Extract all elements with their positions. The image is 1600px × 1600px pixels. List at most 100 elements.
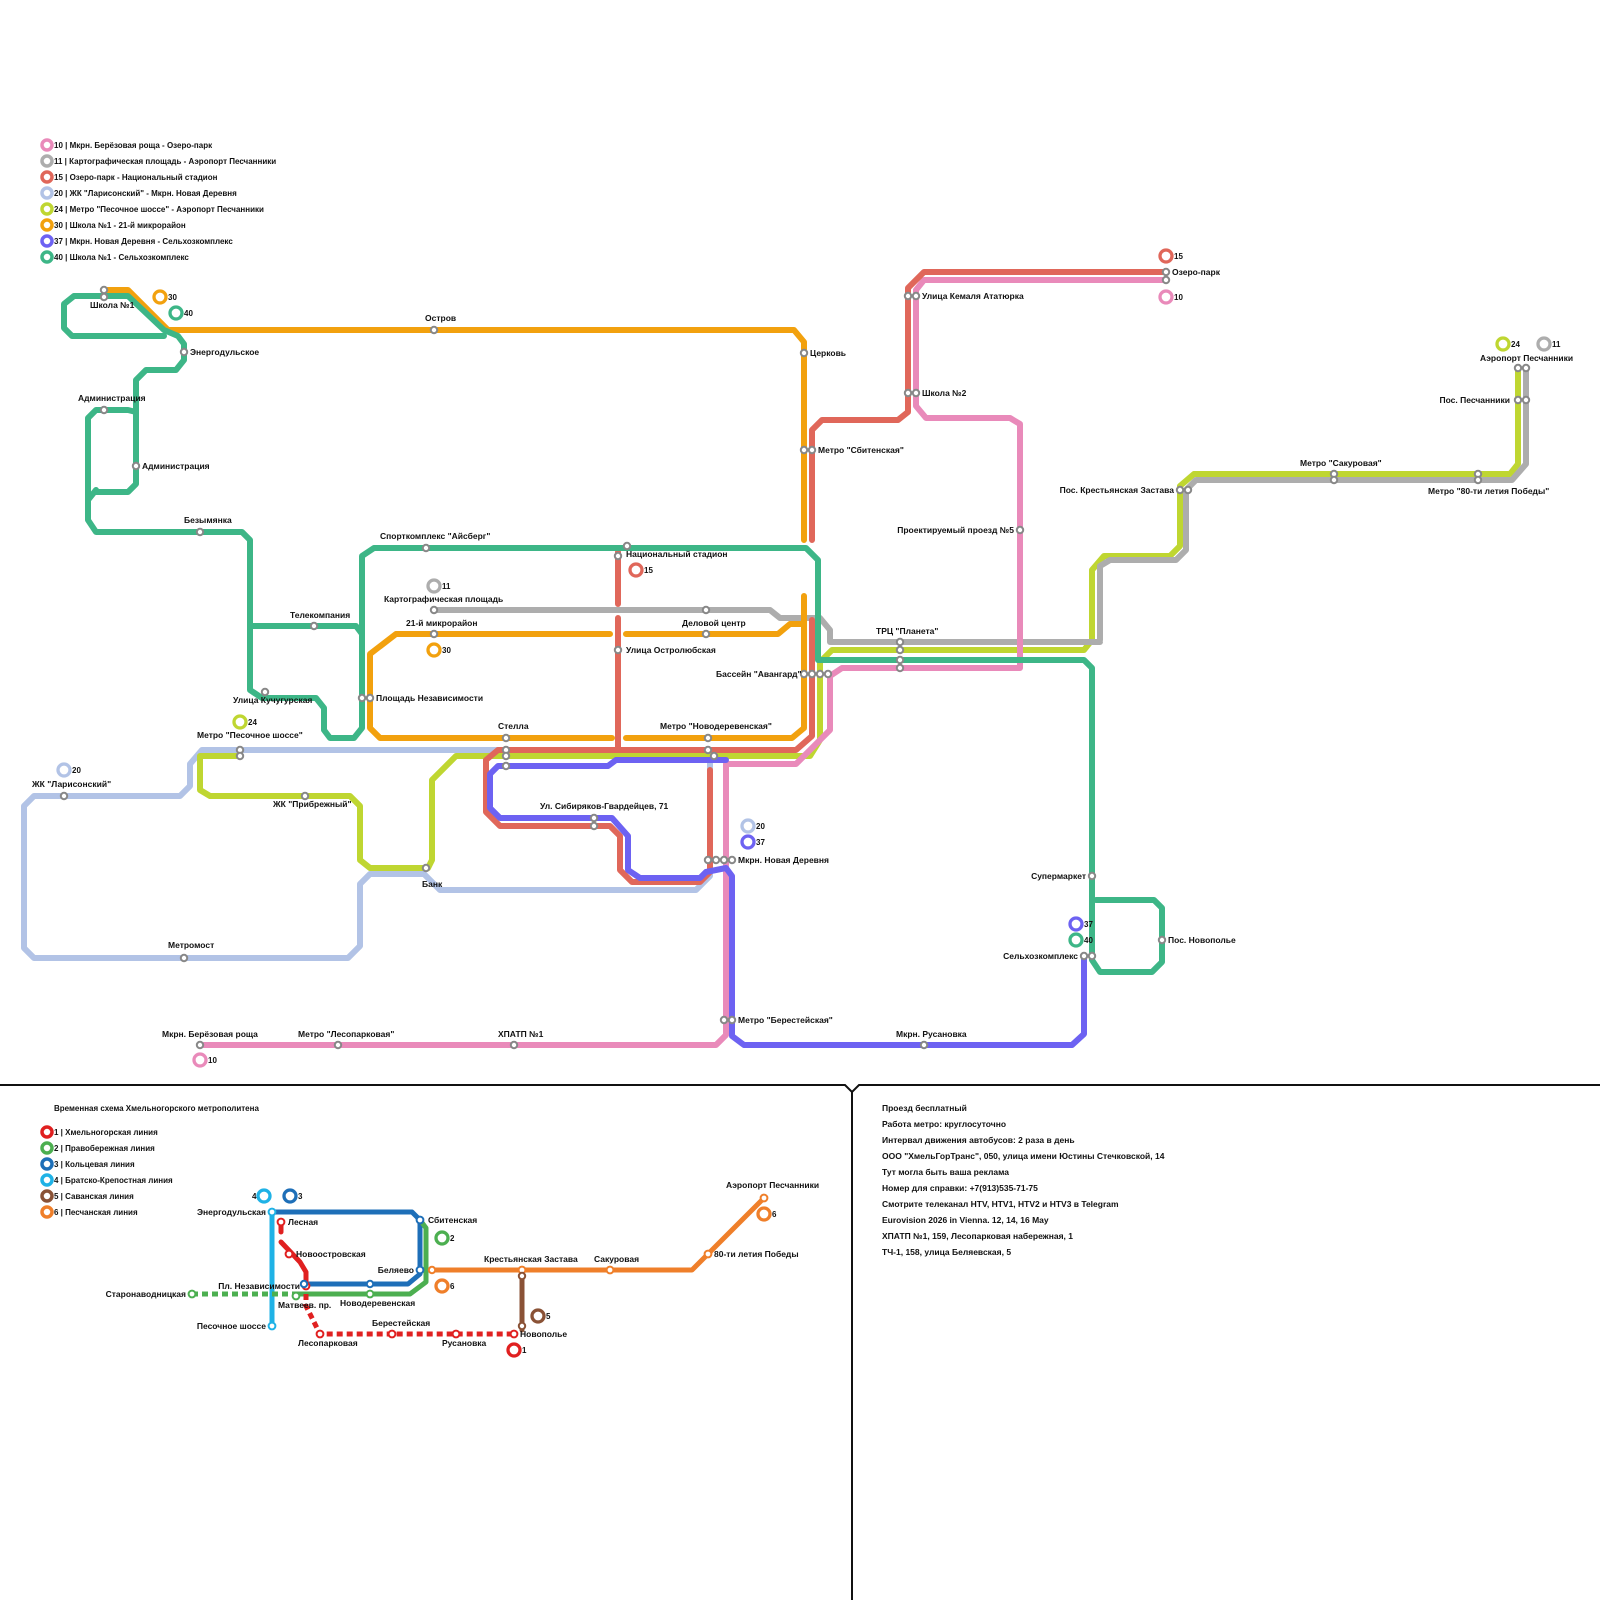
metro-station-novoderevenskaya[interactable]: Новодеревенская bbox=[340, 1289, 415, 1308]
metro-station-energodulskaya[interactable]: Энергодульская bbox=[197, 1207, 277, 1217]
metro-line-badge: 3 bbox=[282, 1188, 303, 1204]
metro-station-pesochnoe[interactable]: Песочное шоссе bbox=[197, 1321, 277, 1331]
station-label: Энергодульская bbox=[197, 1207, 266, 1217]
metro-station-belyaevo[interactable]: Беляево bbox=[378, 1265, 425, 1275]
terminal-badge-number: 11 bbox=[1552, 340, 1561, 349]
stop-label: Сельхозкомплекс bbox=[1003, 951, 1078, 961]
stop-marker-icon bbox=[815, 669, 825, 679]
bus-stop-m-80let[interactable]: Метро "80-ти летия Победы" bbox=[1428, 469, 1549, 496]
stop-marker-icon bbox=[421, 863, 431, 873]
bus-stop-kemal[interactable]: Улица Кемаля Ататюрка bbox=[903, 291, 1024, 301]
metro-station-let80[interactable]: 80-ти летия Победы bbox=[703, 1249, 799, 1259]
bus-stop-m-sbitenskaya[interactable]: Метро "Сбитенская" bbox=[799, 445, 904, 455]
bus-stop-administratsiya2[interactable]: Администрация bbox=[131, 461, 210, 471]
bus-stop-m-novoderevenskaya[interactable]: Метро "Новодеревенская" bbox=[660, 721, 772, 761]
stop-label: Церковь bbox=[810, 348, 846, 358]
bus-stop-trts-planeta[interactable]: ТРЦ "Планета" bbox=[876, 626, 938, 673]
bus-stop-administratsiya1[interactable]: Администрация bbox=[78, 393, 146, 415]
bus-stop-basseyn[interactable]: Бассейн "Авангард" bbox=[716, 669, 833, 679]
metro-station-sakurovaya[interactable]: Сакуровая bbox=[594, 1254, 639, 1275]
stop-marker-icon bbox=[919, 1040, 929, 1050]
bus-stop-zhk-pribrezhny[interactable]: ЖК "Прибрежный" bbox=[272, 791, 352, 809]
bus-stop-bezymyanka[interactable]: Безымянка bbox=[184, 515, 232, 537]
stop-label: ЖК "Прибрежный" bbox=[272, 799, 352, 809]
metro-station-lesnaya[interactable]: Лесная bbox=[276, 1217, 319, 1227]
bus-stop-m-lesoparkovaya[interactable]: Метро "Лесопарковая" bbox=[298, 1029, 394, 1050]
bus-stop-telekompaniya[interactable]: Телекомпания bbox=[290, 610, 350, 631]
bus-stop-kuchugurskaya[interactable]: Улица Кучугурская bbox=[233, 687, 312, 705]
stop-marker-icon bbox=[300, 791, 310, 801]
station-label: Новодеревенская bbox=[340, 1298, 415, 1308]
bus-stop-tserkov[interactable]: Церковь bbox=[799, 348, 846, 358]
bus-stop-m-pesochnoe[interactable]: Метро "Песочное шоссе" bbox=[197, 730, 303, 761]
metro-station-staronavodnitskaya[interactable]: Старонаводницкая bbox=[106, 1289, 197, 1299]
bus-stop-ostrov[interactable]: Остров bbox=[425, 313, 456, 335]
route-15-line bbox=[483, 269, 1169, 885]
station-marker-icon bbox=[605, 1265, 615, 1275]
bus-stop-m-sakurovaya[interactable]: Метро "Сакуровая" bbox=[1300, 458, 1382, 485]
info-line: Eurovision 2026 in Vienna. 12, 14, 16 Ma… bbox=[882, 1215, 1049, 1225]
bus-stop-kartograficheskaya[interactable]: Картографическая площадь bbox=[384, 594, 503, 615]
bus-stop-energodulskoe[interactable]: Энергодульское bbox=[179, 347, 260, 357]
metro-station-rusanovka[interactable]: Русановка bbox=[442, 1329, 487, 1348]
stop-label: Пос. Песчанники bbox=[1439, 395, 1510, 405]
bus-stop-berezovaya[interactable]: Мкрн. Берёзовая роща bbox=[162, 1029, 258, 1050]
metro-station-aeroport[interactable]: Аэропорт Песчанники bbox=[726, 1180, 819, 1203]
info-line: Тут могла быть ваша реклама bbox=[882, 1167, 1009, 1177]
metro-station-beresteyskaya[interactable]: Берестейская bbox=[372, 1318, 430, 1339]
bus-stop-novopolye[interactable]: Пос. Новополье bbox=[1157, 935, 1236, 945]
bus-stop-metromost[interactable]: Метромост bbox=[168, 940, 214, 963]
bus-stop-m-beresteyskaya[interactable]: Метро "Берестейская" bbox=[719, 1015, 833, 1025]
interchange-marker-icon bbox=[517, 1321, 527, 1331]
bus-stop-sportkompleks[interactable]: Спорткомплекс "Айсберг" bbox=[380, 531, 490, 553]
station-marker-icon bbox=[387, 1329, 397, 1339]
station-label: Берестейская bbox=[372, 1318, 430, 1328]
terminal-badge: 11 bbox=[1536, 336, 1561, 352]
bus-stop-novaya-derevnya[interactable]: Мкрн. Новая Деревня bbox=[703, 855, 829, 865]
route-badge-icon bbox=[40, 218, 54, 232]
stop-label: Национальный стадион bbox=[626, 549, 728, 559]
metro-station-pl-nezavisimosti[interactable]: Пл. Независимости bbox=[218, 1281, 311, 1291]
bus-stop-mkr21[interactable]: 21-й микрорайон bbox=[406, 618, 478, 639]
station-marker-icon bbox=[509, 1329, 519, 1339]
bus-stop-rusanovka[interactable]: Мкрн. Русановка bbox=[896, 1029, 967, 1050]
bus-stop-proezd5[interactable]: Проектируемый проезд №5 bbox=[897, 525, 1025, 535]
terminal-badge: 30 bbox=[426, 642, 451, 658]
bus-stop-aeroport[interactable]: Аэропорт Песчанники bbox=[1480, 353, 1573, 373]
info-line: Номер для справки: +7(913)535-71-75 bbox=[882, 1183, 1038, 1193]
bus-stop-pos-peschanniki[interactable]: Пос. Песчанники bbox=[1439, 395, 1531, 405]
terminal-badge-number: 40 bbox=[184, 309, 193, 318]
bus-stop-pl-nezavisimosti[interactable]: Площадь Независимости bbox=[357, 693, 483, 703]
bus-stop-stella[interactable]: Стелла bbox=[498, 721, 529, 771]
bus-stop-sibiryakov[interactable]: Ул. Сибиряков-Гвардейцев, 71 bbox=[540, 801, 669, 831]
bus-stop-nats-stadion[interactable]: Национальный стадион bbox=[613, 541, 728, 561]
metro-station-novopolye[interactable]: Новополье bbox=[509, 1329, 568, 1339]
bus-stop-zhk-larisonsky[interactable]: ЖК "Ларисонский" bbox=[31, 779, 111, 801]
bus-stop-shkola2[interactable]: Школа №2 bbox=[903, 388, 967, 398]
stop-marker-icon bbox=[807, 445, 817, 455]
bus-stop-ostrolubskaya[interactable]: Улица Остролюбская bbox=[613, 645, 716, 655]
terminal-badge-icon bbox=[740, 818, 756, 834]
metro-line-badge: 6 bbox=[756, 1206, 777, 1222]
route-badge-icon bbox=[40, 138, 54, 152]
metro-station-novoostrovskaya[interactable]: Новоостровская bbox=[284, 1249, 366, 1259]
terminal-badge-icon bbox=[1536, 336, 1552, 352]
metro-station-matveev[interactable]: Матвеев. пр. bbox=[278, 1291, 331, 1310]
bus-stop-ozero-park[interactable]: Озеро-парк bbox=[1161, 267, 1221, 285]
bus-stop-khpatp[interactable]: ХПАТП №1 bbox=[498, 1029, 544, 1050]
bus-stop-supermarket[interactable]: Супермаркет bbox=[1031, 871, 1097, 881]
stop-label: Улица Кучугурская bbox=[233, 695, 312, 705]
bus-routes bbox=[21, 269, 1529, 1048]
bus-stop-bank[interactable]: Банк bbox=[421, 863, 443, 889]
bus-stop-krest-zastava[interactable]: Пос. Крестьянская Застава bbox=[1060, 485, 1193, 495]
bus-stop-shkola1[interactable]: Школа №1 bbox=[90, 285, 135, 310]
stop-marker-icon bbox=[903, 291, 913, 301]
metro-line-badge-icon bbox=[256, 1188, 272, 1204]
metro-station-lesoparkovaya[interactable]: Лесопарковая bbox=[298, 1329, 358, 1348]
bus-stop-delovoy[interactable]: Деловой центр bbox=[682, 605, 746, 639]
bus-stop-selkhozkompleks[interactable]: Сельхозкомплекс bbox=[1003, 951, 1097, 961]
terminal-badge-icon bbox=[192, 1052, 208, 1068]
metro-station-sbitenskaya[interactable]: Сбитенская bbox=[415, 1215, 478, 1225]
stop-marker-icon bbox=[911, 388, 921, 398]
